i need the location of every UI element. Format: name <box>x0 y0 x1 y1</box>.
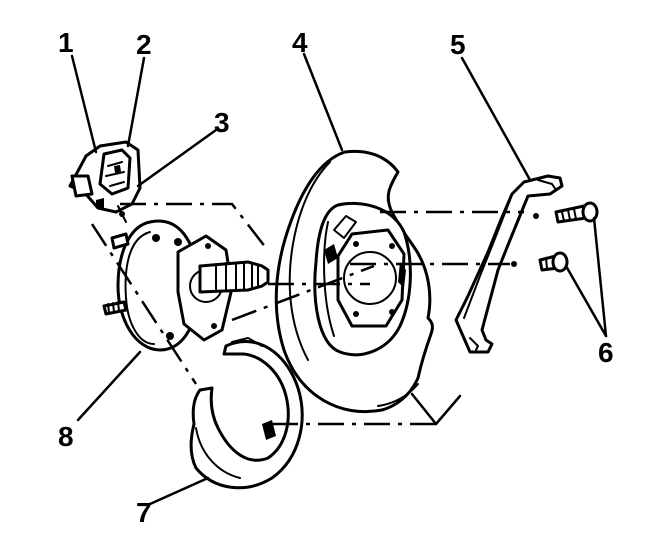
bolt-lower <box>538 251 569 273</box>
leader-3 <box>136 128 218 188</box>
leader-8 <box>76 350 142 422</box>
callout-5: 5 <box>450 29 466 60</box>
brake-shoe <box>189 337 304 490</box>
bracket <box>454 174 564 354</box>
leader-1 <box>70 54 98 154</box>
callout-3: 3 <box>214 107 230 138</box>
bolts <box>538 201 599 273</box>
leader-7 <box>148 476 210 506</box>
leader-6a <box>592 216 608 338</box>
hub-assembly <box>102 219 270 352</box>
leader-2 <box>126 56 146 148</box>
callout-leaders <box>70 52 608 506</box>
backing-plate <box>274 149 434 414</box>
callout-8: 8 <box>58 421 74 452</box>
callout-7: 7 <box>136 497 152 528</box>
leader-6b <box>564 264 608 338</box>
leader-4 <box>302 52 344 152</box>
bolt-upper <box>554 201 599 224</box>
callout-labels: 1 2 3 4 5 6 7 8 <box>58 27 614 528</box>
caliper-assembly <box>68 140 142 223</box>
callout-1: 1 <box>58 27 74 58</box>
callout-2: 2 <box>136 29 152 60</box>
alignment-lines <box>90 202 524 426</box>
callout-4: 4 <box>292 27 308 58</box>
leader-5 <box>460 56 532 182</box>
callout-6: 6 <box>598 337 614 368</box>
